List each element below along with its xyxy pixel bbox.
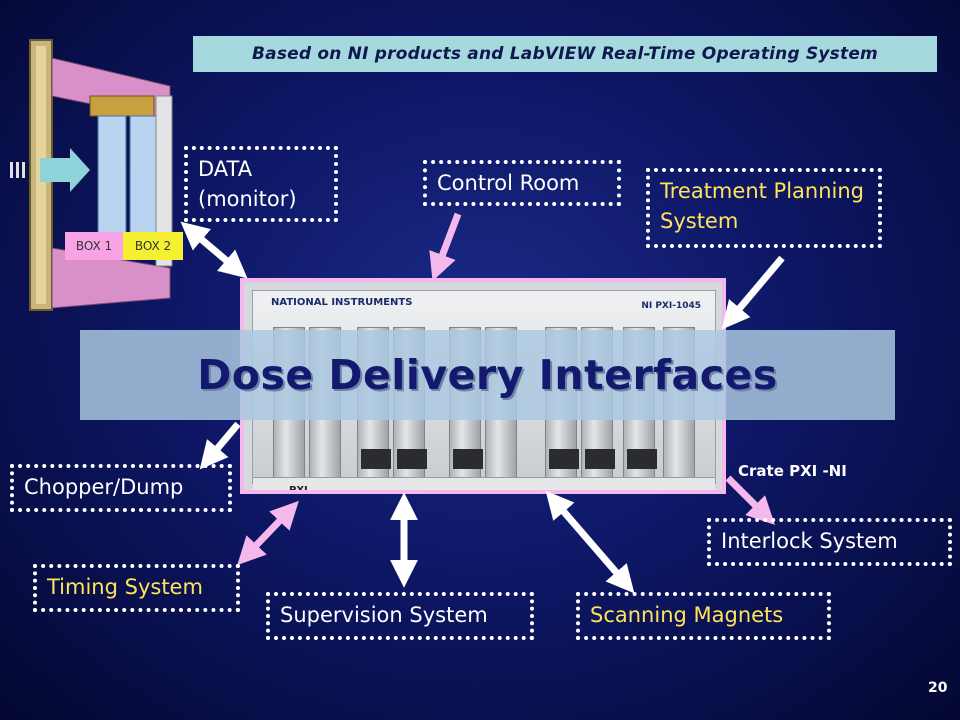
crate-pxi-label: Crate PXI -NI [738,462,847,480]
interlock-system-box: Interlock System [707,518,952,566]
monitor-box2-label: BOX 2 [123,232,183,260]
arrow-data-monitor [180,221,248,279]
supervision-system-box: Supervision System [266,592,534,640]
monitor-box1-label: BOX 1 [65,232,123,260]
arrow-timing-system [237,500,299,566]
crate-model-label: NI PXI-1045 [641,301,701,311]
arrow-treatment-planning [721,255,785,330]
pxi-bottom-bar: PXI [253,477,715,494]
arrow-scanning-magnets [545,490,635,594]
scanning-magnets-box: Scanning Magnets [576,592,831,640]
arrow-chopper-dump [199,421,241,470]
title-overlay: Dose Delivery Interfaces [80,330,895,420]
header-banner: Based on NI products and LabVIEW Real-Ti… [193,36,937,72]
ni-brand-label: NATIONAL INSTRUMENTS [271,297,413,308]
chopper-dump-box: Chopper/Dump [10,464,232,512]
arrow-interlock-system [725,475,775,525]
timing-system-box: Timing System [33,564,240,612]
data-monitor-box: DATA (monitor) [184,146,338,222]
slide-title: Dose Delivery Interfaces [197,351,778,399]
arrow-control-room [429,212,462,282]
control-room-box: Control Room [423,160,621,206]
treatment-planning-box: Treatment Planning System [646,168,882,248]
pxi-label: PXI [289,485,308,494]
page-number: 20 [928,680,948,696]
